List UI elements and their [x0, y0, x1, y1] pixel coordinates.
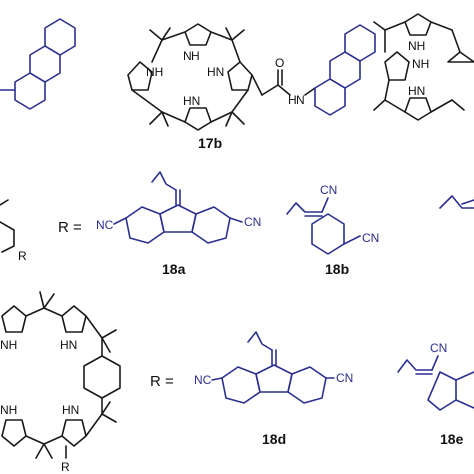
r-equals-middle: R = — [58, 219, 82, 236]
anthracene-left — [0, 18, 76, 110]
calixpyrrole-right: NH NH HN — [373, 13, 474, 121]
atom-nh-right-top: NH — [408, 39, 425, 53]
label-18b: 18b — [325, 261, 349, 277]
atom-h-top: H — [191, 49, 200, 63]
fragment-left-middle: R — [0, 199, 27, 263]
r-equals-bottom: R = — [150, 373, 174, 390]
atom-hn-right: HN — [207, 65, 224, 79]
label-17b: 17b — [198, 135, 222, 151]
atom-nc-18d: NC — [194, 373, 212, 387]
fragment-right-middle — [439, 195, 474, 209]
label-18e: 18e — [440, 431, 464, 447]
atom-nh-right-left: NH — [412, 57, 429, 71]
atom-r-bottom: R — [61, 460, 70, 474]
atom-cn-18b-top: CN — [320, 183, 337, 197]
atom-n-top: N — [183, 49, 192, 63]
calixpyrrole-17b: H N NH HN HN O H N — [127, 23, 316, 131]
atom-hn-right-bottom: HN — [408, 84, 425, 98]
substituent-18a: NC CN — [96, 171, 261, 244]
anthracene-17b — [314, 24, 376, 116]
atom-nc-18a: NC — [96, 218, 114, 232]
label-18d: 18d — [262, 431, 286, 447]
atom-nh-bl-1: NH — [0, 338, 17, 352]
atom-nh-bl-2: NH — [0, 403, 17, 417]
atom-cn-18e: CN — [430, 341, 447, 355]
atom-n-amide: N — [296, 93, 305, 107]
atom-hn-bottom: HN — [183, 94, 200, 108]
substituent-18e: CN — [397, 341, 474, 411]
substituent-18d: NC CN — [194, 331, 353, 404]
macrocycle-bottom-left: NH HN NH HN R — [0, 291, 121, 474]
atom-hn-bl-1: HN — [60, 338, 77, 352]
substituent-18b: CN CN — [286, 183, 379, 255]
atom-cn-18b-bottom: CN — [362, 231, 379, 245]
atom-cn-18d: CN — [336, 371, 353, 385]
label-18a: 18a — [162, 261, 186, 277]
atom-hn-bl-2: HN — [62, 403, 79, 417]
atom-r-middle: R — [18, 249, 27, 263]
atom-h-amide: H — [288, 93, 297, 107]
atom-cn-18a: CN — [244, 215, 261, 229]
atom-o: O — [275, 56, 284, 70]
atom-nh-left: NH — [146, 65, 163, 79]
